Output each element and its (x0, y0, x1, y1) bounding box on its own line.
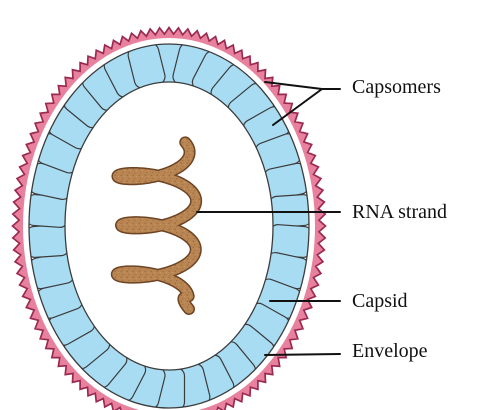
envelope-label: Envelope (352, 340, 428, 362)
envelope-leader-line (265, 354, 340, 355)
capsomer (25, 224, 69, 258)
capsomers-label: Capsomers (352, 76, 441, 98)
capsomer (268, 194, 312, 228)
rna-strand-label: RNA strand (352, 201, 447, 223)
capsid-label: Capsid (352, 290, 408, 312)
